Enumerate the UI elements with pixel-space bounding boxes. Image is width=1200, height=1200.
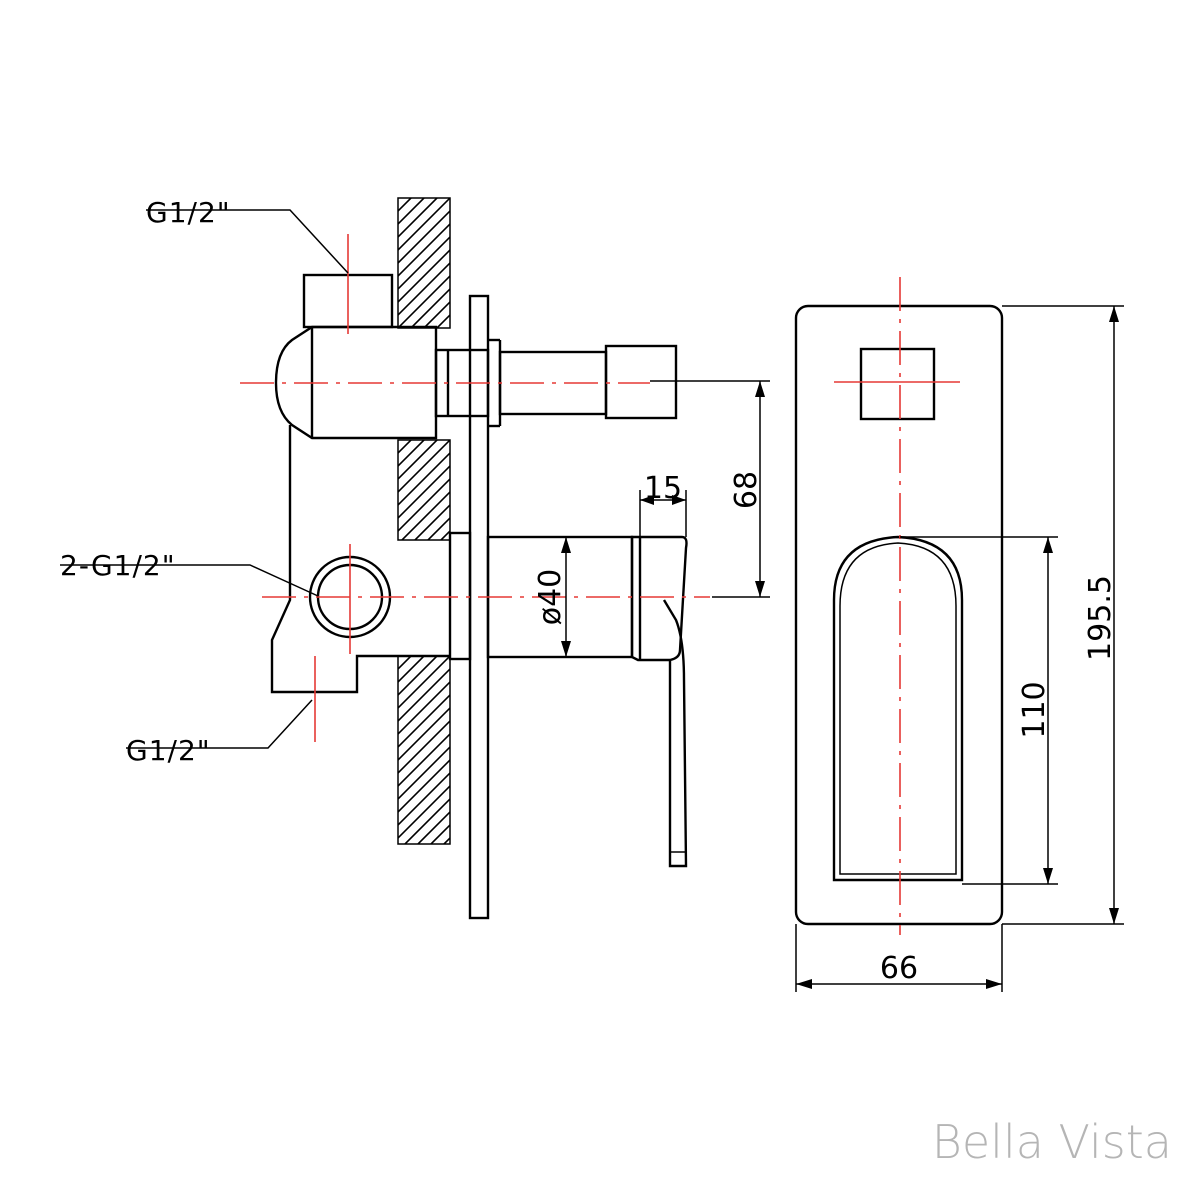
brand-logo: Bella Vista [932,1115,1172,1169]
hatch-line [574,656,762,844]
hatch-line [398,274,450,328]
hatch-line [626,656,814,844]
hatch-line [398,235,450,291]
hatch-line [398,706,450,762]
hatch-line [398,693,450,749]
hatch-line [398,198,438,239]
hatch-line [398,719,450,775]
inlet-top-label: G1/2" [146,196,231,229]
hatch-line [548,656,736,844]
dimensions [561,305,1124,992]
wall-section [397,197,814,845]
hatch-line [398,261,450,317]
hatch-line [532,440,632,540]
hatch-line [467,440,567,540]
hatch-line [398,440,399,442]
hatch-line [398,771,450,827]
hatch-line [493,440,593,540]
hatch-line [398,656,399,658]
hatch-line [398,464,450,520]
hatch-line [423,300,450,328]
hatch-line [502,198,632,328]
hatch-line [410,287,450,328]
hatch-line [398,451,450,507]
hatch-line [496,656,684,844]
hatch-line [567,198,697,328]
dim-recess-height: 110 [1017,681,1052,738]
hatch-line [398,784,450,840]
hatch-line [398,680,450,736]
hatch-line [554,198,684,328]
hatch-line [398,440,425,468]
dim-handle-thickness: 15 [644,471,682,506]
dim-plate-width: 66 [880,951,918,986]
outlet-side-label: 2-G1/2" [60,549,176,582]
hatch-line [545,440,645,540]
hatch-line [398,656,438,697]
hatch-line [398,745,450,801]
hatch-line [398,248,450,304]
hatch-line [457,656,645,844]
hatch-line [398,656,425,684]
hatch-line [398,198,450,252]
hatch-line [427,516,450,540]
hatch-line [436,313,450,328]
hatch-line [398,477,450,533]
hatch-line [535,656,723,844]
hatch-line [398,198,425,226]
dim-body-diameter: ø40 [533,569,568,626]
hatch-line [515,198,645,328]
hatch-line [414,503,450,540]
hatch-line [440,529,450,540]
hatch-line [528,198,658,328]
hatch-line [398,198,399,200]
hatch-line [561,656,749,844]
hatch-line [483,656,671,844]
hatch-line [398,656,450,710]
hatch-line [404,797,450,844]
hatch-line [489,198,619,328]
hatch-line [506,440,606,540]
dim-spindle-offset: 68 [729,471,764,509]
hatch-line [470,656,658,844]
hatch-line [519,440,619,540]
front-view [794,304,1004,926]
hatch-line [600,656,788,844]
hatch-line [398,667,450,723]
hatch-line [613,656,801,844]
centerlines [240,234,960,935]
hatch-line [587,656,775,844]
hatch-line [522,656,710,844]
hatch-line [463,198,593,328]
hatch-line [401,490,450,540]
hatch-line [398,758,450,814]
hatch-line [398,440,412,455]
hatch-line [430,823,450,844]
hatch-line [398,656,412,671]
inlet-bottom-label: G1/2" [126,734,211,767]
hatch-line [398,732,450,788]
hatch-line [398,440,438,481]
dim-plate-height: 195.5 [1083,575,1118,661]
hatch-line [398,222,450,278]
hatch-line [417,810,450,844]
hatch-line [476,198,606,328]
hatch-line [541,198,671,328]
hatch-line [398,440,450,494]
hatch-line [443,836,450,844]
hatch-line [480,440,580,540]
hatch-line [398,209,450,265]
leaders [60,209,349,749]
